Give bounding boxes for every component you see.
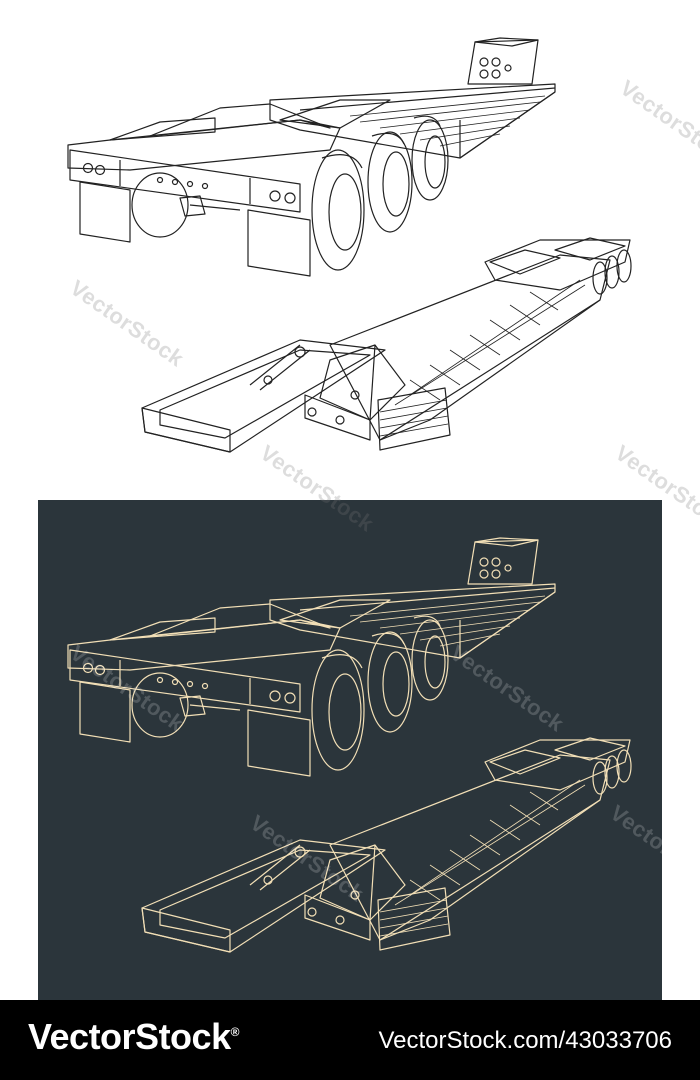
registered-mark: ® (230, 1025, 240, 1039)
blueprint-illustration (0, 0, 700, 1000)
brand-name: VectorStock (28, 1016, 231, 1057)
brand-logo: VectorStock® (28, 1016, 239, 1058)
light-panel (0, 0, 700, 500)
dark-panel (38, 500, 662, 1000)
footer-bar: VectorStock® VectorStock.com/43033706 (0, 1000, 700, 1080)
image-id: VectorStock.com/43033706 (378, 1027, 672, 1054)
